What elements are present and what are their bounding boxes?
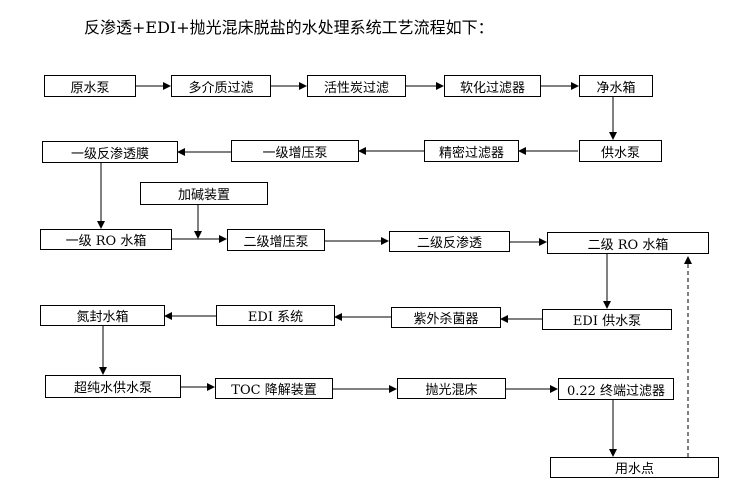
- node-edi-system: EDI 系统: [216, 305, 335, 326]
- node-alkali-dosing: 加碱装置: [140, 182, 268, 205]
- node-terminal-filter: 0.22 终端过滤器: [558, 378, 674, 400]
- node-ro1-tank: 一级 RO 水箱: [40, 229, 172, 250]
- node-n2-tank: 氮封水箱: [40, 305, 165, 326]
- node-use-point: 用水点: [550, 457, 719, 478]
- node-upw-pump: 超纯水供水泵: [45, 375, 181, 398]
- node-carbon-filter: 活性炭过滤: [307, 75, 406, 97]
- node-supply-pump: 供水泵: [579, 140, 662, 162]
- node-multimedia-filter: 多介质过滤: [171, 75, 271, 97]
- node-ro2: 二级反渗透: [389, 231, 510, 252]
- node-ro1-membrane: 一级反渗透膜: [42, 141, 178, 163]
- node-booster1: 一级增压泵: [231, 140, 359, 162]
- node-precision-filter: 精密过滤器: [424, 140, 519, 162]
- node-uv-sterilizer: 紫外杀菌器: [391, 307, 501, 328]
- node-polish-bed: 抛光混床: [397, 378, 506, 399]
- node-toc-unit: TOC 降解装置: [215, 378, 333, 399]
- node-edi-pump: EDI 供水泵: [542, 309, 672, 330]
- node-clean-tank: 净水箱: [579, 75, 653, 97]
- page-title: 反渗透+EDI+抛光混床脱盐的水处理系统工艺流程如下：: [84, 18, 494, 37]
- node-booster2: 二级增压泵: [227, 229, 325, 251]
- node-raw-pump: 原水泵: [44, 75, 136, 97]
- node-ro2-tank: 二级 RO 水箱: [547, 232, 709, 254]
- node-softener: 软化过滤器: [444, 75, 541, 97]
